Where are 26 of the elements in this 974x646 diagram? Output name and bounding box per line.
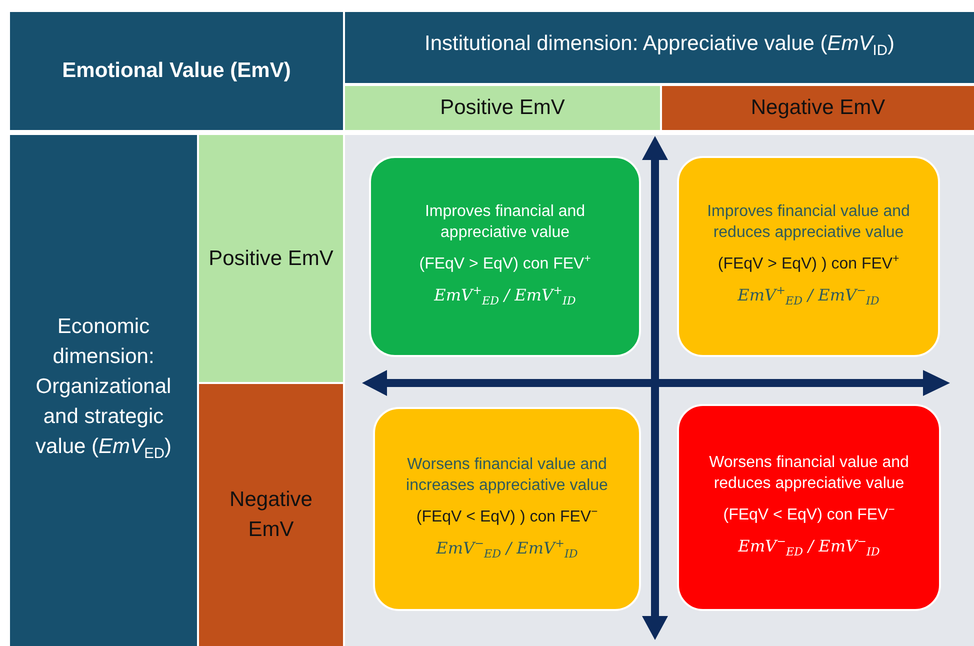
header-text: Emotional Value (EmV) <box>62 58 291 84</box>
header-text: Negative EmV <box>750 95 886 121</box>
condition-text: (FEqV > EqV) con FEV$^{+}$ <box>419 252 591 274</box>
description-text: Worsens financial value and increases appreciative value <box>405 454 609 496</box>
quadrant-card <box>677 156 940 357</box>
header-cell <box>10 135 197 646</box>
header-text: Negative EmV <box>228 487 314 543</box>
condition-text: (FEqV < EqV) ) con FEV$^{−}$ <box>416 504 598 527</box>
header-text: Economic dimension: Organizational and strategic value (EmV$_{ED}$) <box>34 314 172 464</box>
header-cell <box>199 384 343 646</box>
description-text: Improves financial and appreciative value <box>424 202 586 244</box>
description-text: Worsens financial value and reduces appreciative value <box>708 453 910 494</box>
header-cell <box>345 86 660 130</box>
quadrant-card <box>677 404 941 611</box>
quadrant-card <box>369 156 641 357</box>
header-cell <box>199 135 343 382</box>
header-cell <box>10 12 343 130</box>
condition-text: (FEqV < EqV) con FEV$^{−}$ <box>723 503 895 526</box>
condition-text: (FEqV > EqV) ) con FEV$^{+}$ <box>718 252 900 274</box>
header-cell <box>662 86 974 130</box>
header-text: Institutional dimension: Appreciative value (EmV$_{ID}$) <box>424 30 894 62</box>
description-text: Improves financial value and reduces appreciative value <box>706 202 911 244</box>
quadrant-card <box>373 407 641 611</box>
header-text: Positive EmV <box>208 246 334 272</box>
header-text: Positive EmV <box>440 95 565 121</box>
header-cell <box>345 12 974 83</box>
